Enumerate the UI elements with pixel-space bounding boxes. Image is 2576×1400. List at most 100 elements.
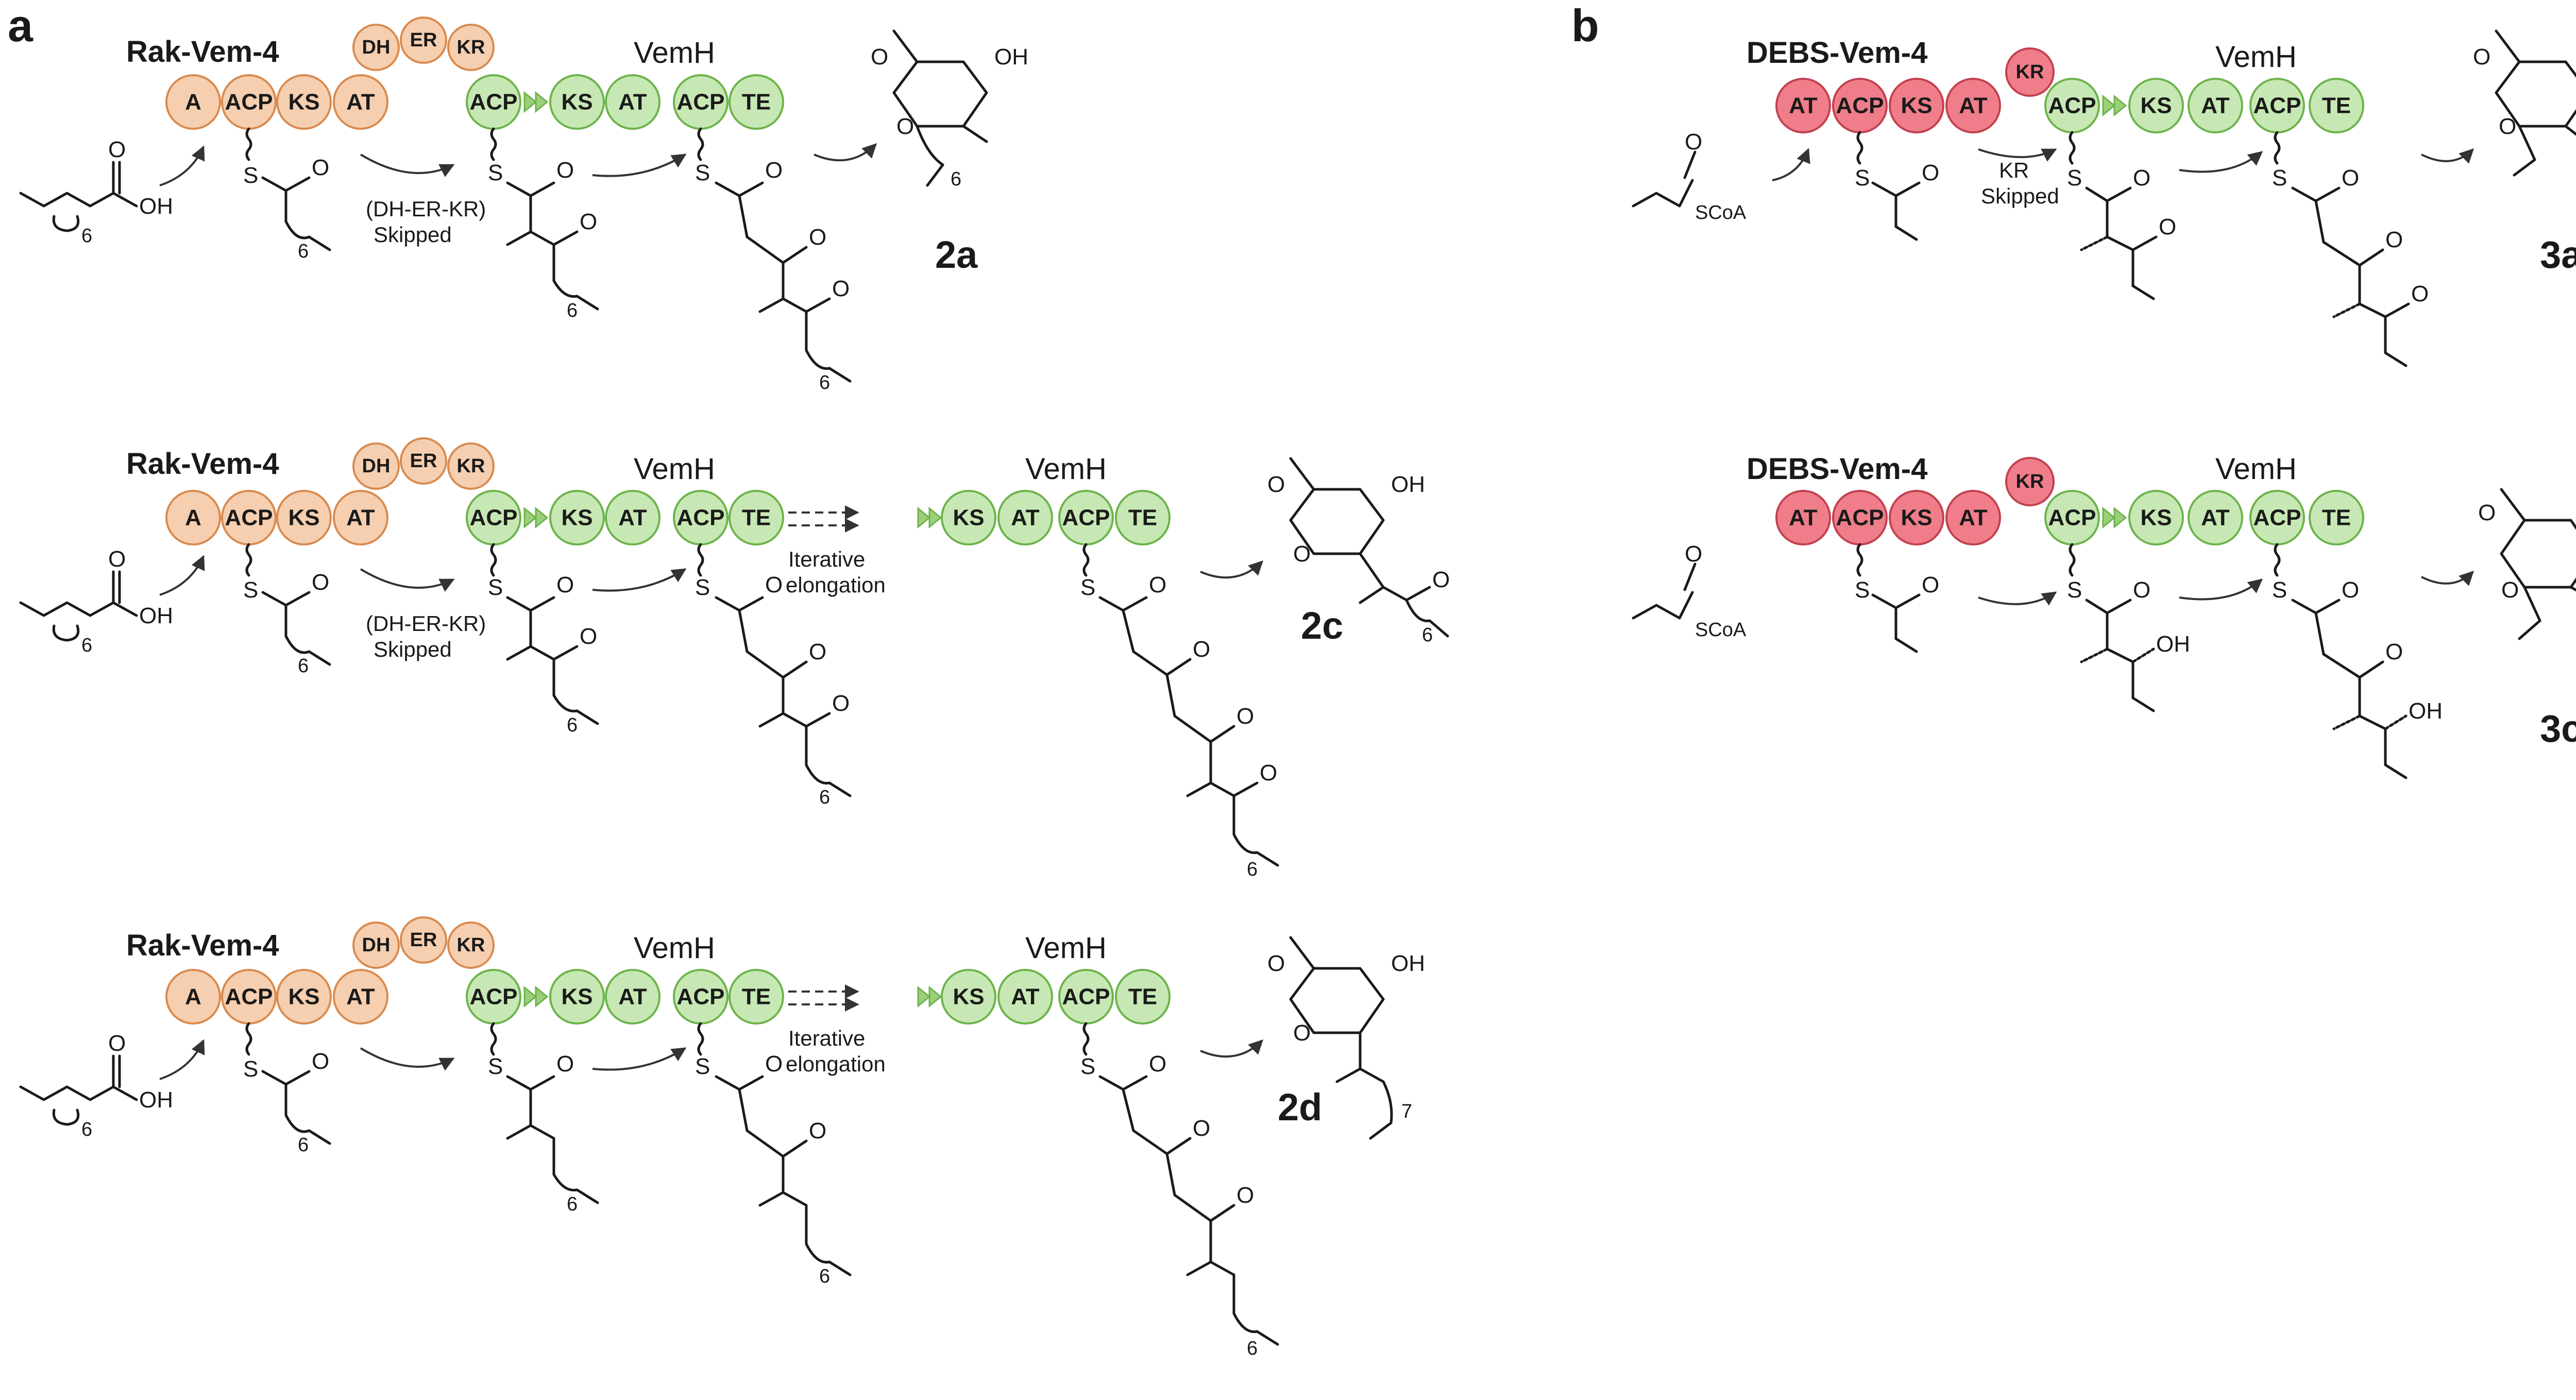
domain-TE: TE — [728, 490, 784, 545]
svg-text:O: O — [312, 570, 329, 595]
domain-A: A — [165, 74, 221, 130]
domain-DH: DH — [352, 24, 400, 71]
docking-linker — [2102, 94, 2127, 117]
domain-DH: DH — [352, 921, 400, 969]
svg-text:ACP: ACP — [225, 984, 273, 1010]
svg-text:6: 6 — [298, 241, 309, 262]
kr-label: KR — [1999, 158, 2029, 182]
svg-text:OH: OH — [994, 44, 1028, 70]
svg-text:AT: AT — [1011, 984, 1040, 1010]
octanoic-acid: 6 O OH — [19, 1031, 173, 1140]
svg-text:S: S — [1855, 165, 1870, 191]
svg-text:O: O — [2385, 227, 2403, 252]
domain-KR: KR — [2005, 457, 2055, 506]
svg-text:DH: DH — [362, 37, 391, 58]
svg-text:O: O — [2499, 114, 2516, 139]
svg-text:O: O — [1685, 541, 1702, 567]
svg-text:ACP: ACP — [2253, 93, 2301, 118]
svg-text:S: S — [488, 575, 503, 600]
svg-text:TE: TE — [1128, 984, 1157, 1010]
domain-TE: TE — [1115, 490, 1171, 545]
domain-AT: AT — [997, 969, 1053, 1025]
svg-text:AT: AT — [346, 90, 375, 115]
domain-ER: ER — [400, 916, 447, 964]
svg-text:ACP: ACP — [1836, 93, 1884, 118]
panel-a-label: a — [8, 0, 33, 51]
svg-text:6: 6 — [819, 1266, 830, 1287]
svg-text:OH: OH — [139, 194, 173, 219]
svg-text:O: O — [556, 1051, 574, 1077]
svg-text:TE: TE — [742, 90, 771, 115]
propionyl-thioester: S O — [1855, 131, 1939, 241]
domain-ACP: ACP — [466, 969, 521, 1025]
domain-KS: KS — [276, 969, 332, 1025]
svg-text:6: 6 — [1247, 1338, 1258, 1359]
domain-AT: AT — [333, 490, 388, 545]
diketide-intermediate: S O O 6 — [488, 127, 599, 321]
domain-ACP: ACP — [673, 969, 728, 1025]
svg-text:AT: AT — [2201, 505, 2230, 531]
elongation-label: elongation — [786, 1052, 886, 1076]
acyl-thioester: S O 6 — [243, 1022, 331, 1156]
domain-ACP: ACP — [221, 969, 277, 1025]
docking-linker — [917, 506, 942, 529]
svg-text:AT: AT — [1011, 505, 1040, 531]
pyrone-2d: O OH O 7 — [1267, 936, 1425, 1140]
octanoic-acid: 6 O OH — [19, 547, 173, 656]
domain-AT: AT — [1945, 78, 2001, 133]
domain-KS: KS — [276, 74, 332, 130]
svg-text:ACP: ACP — [677, 90, 725, 115]
row-b2: DEBS-Vem-4 AT ACP KS AT KR VemH ACP KS A… — [1632, 452, 2576, 779]
pyrone-3a: O OH O — [2473, 29, 2576, 177]
domain-KR: KR — [447, 24, 495, 71]
svg-text:O: O — [1922, 572, 1939, 597]
iterative-label: Iterative — [788, 547, 865, 571]
tetraketide-intermediate: S O O O O 6 — [1080, 543, 1279, 880]
svg-text:O: O — [765, 572, 783, 597]
svg-text:TE: TE — [742, 984, 771, 1010]
domain-A: A — [165, 490, 221, 545]
svg-text:OH: OH — [1391, 472, 1425, 497]
tetraketide-intermediate: S O O O 6 — [1080, 1022, 1279, 1359]
skip-label: (DH-ER-KR) — [366, 197, 486, 221]
svg-text:AT: AT — [346, 505, 375, 531]
arrow — [159, 1039, 205, 1080]
arrow — [1978, 591, 2057, 606]
panel-b-label: b — [1571, 0, 1599, 51]
svg-text:KS: KS — [2140, 93, 2172, 118]
svg-text:O: O — [2385, 639, 2403, 664]
debs-vem4-title: DEBS-Vem-4 — [1747, 36, 1927, 70]
svg-text:OH: OH — [139, 1087, 173, 1113]
svg-text:O: O — [832, 276, 850, 301]
svg-text:SCoA: SCoA — [1695, 202, 1747, 224]
diketide-intermediate: S O O — [2067, 131, 2176, 300]
svg-text:DH: DH — [362, 455, 391, 477]
svg-text:KS: KS — [953, 505, 984, 531]
vemh-title: VemH — [1025, 931, 1107, 965]
arrow — [2421, 571, 2474, 586]
svg-text:AT: AT — [1959, 505, 1988, 531]
svg-text:O: O — [2133, 165, 2150, 191]
domain-AT: AT — [1775, 490, 1831, 545]
compound-3a: 3a — [2540, 233, 2576, 276]
propionyl-coa: O SCoA — [1632, 129, 1747, 224]
svg-text:O: O — [871, 44, 888, 70]
domain-ACP: ACP — [466, 74, 521, 130]
row-a2: Rak-Vem-4 A ACP KS AT DH ER KR VemH ACP … — [19, 437, 1450, 880]
domain-AT: AT — [333, 969, 388, 1025]
svg-text:O: O — [1685, 129, 1702, 155]
docking-linker — [523, 91, 549, 113]
svg-text:ER: ER — [410, 929, 437, 951]
svg-text:O: O — [1149, 1051, 1166, 1077]
rak-vem4-title: Rak-Vem-4 — [126, 929, 279, 962]
svg-text:O: O — [1432, 567, 1450, 592]
domain-TE: TE — [728, 969, 784, 1025]
skipped-label: Skipped — [1981, 184, 2059, 208]
arrow — [360, 1047, 455, 1071]
svg-text:KR: KR — [457, 934, 485, 956]
domain-ACP: ACP — [221, 490, 277, 545]
svg-text:O: O — [1922, 160, 1939, 185]
svg-text:6: 6 — [819, 787, 830, 808]
propionyl-coa: O SCoA — [1632, 541, 1747, 641]
